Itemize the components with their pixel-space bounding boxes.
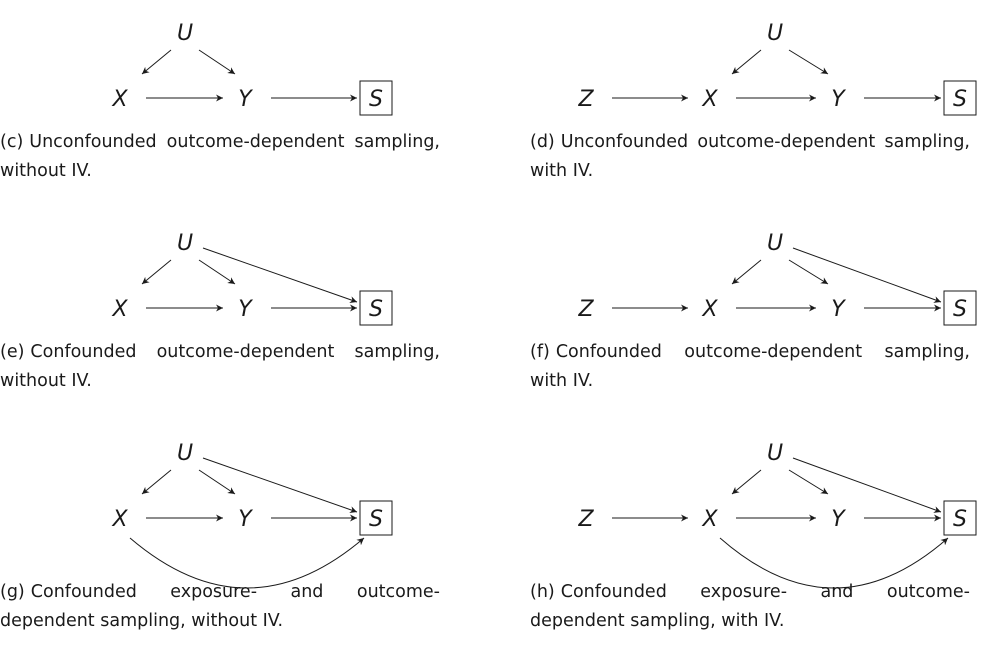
node-x: X bbox=[111, 297, 128, 322]
node-z: Z bbox=[577, 297, 594, 322]
node-u: U bbox=[767, 231, 783, 256]
node-x: X bbox=[701, 87, 718, 112]
dag-diagram: X Y U S bbox=[111, 21, 393, 116]
node-u: U bbox=[767, 21, 783, 46]
caption-text: Confounded exposure- and outcome-depende… bbox=[530, 582, 970, 631]
dag-diagram: Z X Y U S bbox=[577, 21, 977, 116]
edge-u-s bbox=[792, 457, 942, 513]
node-y: Y bbox=[238, 297, 253, 322]
edge-u-x bbox=[141, 469, 172, 495]
edge-u-s bbox=[202, 457, 358, 513]
panel-c: X Y U S (c)Unconfounded outcome-dependent sa… bbox=[0, 0, 460, 210]
caption-tag: (c) bbox=[0, 132, 24, 152]
edge-u-x bbox=[731, 259, 762, 285]
node-y: Y bbox=[831, 87, 846, 112]
edge-u-y bbox=[198, 259, 236, 285]
caption-text: Confounded exposure- and outcome-depende… bbox=[0, 582, 440, 631]
panel-f: Z X Y U S (f)Confounded outcome-dependent sam… bbox=[530, 210, 990, 420]
selection-box bbox=[943, 290, 977, 326]
node-s: S bbox=[369, 87, 383, 112]
caption: (h)Confounded exposure- and outcome-depe… bbox=[530, 578, 970, 636]
edge-u-x bbox=[141, 259, 172, 285]
edge-u-s bbox=[202, 247, 358, 303]
node-s: S bbox=[953, 507, 967, 532]
node-y: Y bbox=[831, 297, 846, 322]
node-y: Y bbox=[831, 507, 846, 532]
caption-text: Unconfounded outcome-dependent sampling,… bbox=[0, 132, 440, 181]
node-y: Y bbox=[238, 87, 253, 112]
edge-u-x bbox=[731, 49, 762, 75]
node-u: U bbox=[177, 441, 193, 466]
node-x: X bbox=[701, 507, 718, 532]
panel-g: X Y U S (g)Confounded exposure- and outcome-… bbox=[0, 420, 460, 631]
caption: (g)Confounded exposure- and outcome-depe… bbox=[0, 578, 440, 636]
selection-box bbox=[359, 500, 393, 536]
edge-u-s bbox=[792, 247, 942, 303]
caption-text: Unconfounded outcome-dependent sampling,… bbox=[530, 132, 970, 181]
caption-tag: (d) bbox=[530, 132, 555, 152]
caption: (f)Confounded outcome-dependent sampling… bbox=[530, 338, 970, 396]
node-u: U bbox=[767, 441, 783, 466]
selection-box bbox=[359, 80, 393, 116]
edge-u-y bbox=[198, 469, 236, 495]
dag-diagram: X Y U S bbox=[111, 441, 393, 589]
caption-tag: (g) bbox=[0, 582, 25, 602]
selection-box bbox=[359, 290, 393, 326]
caption-tag: (h) bbox=[530, 582, 555, 602]
node-s: S bbox=[953, 87, 967, 112]
caption: (d)Unconfounded outcome-dependent sampli… bbox=[530, 128, 970, 186]
edge-u-x bbox=[141, 49, 172, 75]
node-u: U bbox=[177, 231, 193, 256]
node-y: Y bbox=[238, 507, 253, 532]
caption-text: Confounded outcome-dependent sampling, w… bbox=[0, 342, 440, 391]
node-z: Z bbox=[577, 507, 594, 532]
node-z: Z bbox=[577, 87, 594, 112]
node-x: X bbox=[111, 507, 128, 532]
edge-u-x bbox=[731, 469, 762, 495]
panel-h: Z X Y U S (h)Confounded exposure- and outcome… bbox=[530, 420, 990, 631]
dag-diagram: Z X Y U S bbox=[577, 441, 977, 589]
edge-u-y bbox=[788, 259, 829, 285]
edge-x-s-curve bbox=[719, 537, 949, 589]
panel-d: Z X Y U S (d)Unconfounded outcome-dependent s… bbox=[530, 0, 990, 210]
node-x: X bbox=[111, 87, 128, 112]
caption-tag: (e) bbox=[0, 342, 25, 362]
edge-u-y bbox=[788, 49, 829, 75]
dag-diagram: X Y U S bbox=[111, 231, 393, 326]
panel-e: X Y U S (e)Confounded outcome-dependent samp… bbox=[0, 210, 460, 420]
node-s: S bbox=[953, 297, 967, 322]
edge-x-s-curve bbox=[129, 537, 365, 589]
edge-u-y bbox=[198, 49, 236, 75]
node-s: S bbox=[369, 297, 383, 322]
node-s: S bbox=[369, 507, 383, 532]
node-u: U bbox=[177, 21, 193, 46]
caption: (e)Confounded outcome-dependent sampling… bbox=[0, 338, 440, 396]
caption-tag: (f) bbox=[530, 342, 550, 362]
node-x: X bbox=[701, 297, 718, 322]
caption: (c)Unconfounded outcome-dependent sampli… bbox=[0, 128, 440, 186]
dag-diagram: Z X Y U S bbox=[577, 231, 977, 326]
selection-box bbox=[943, 500, 977, 536]
edge-u-y bbox=[788, 469, 829, 495]
caption-text: Confounded outcome-dependent sampling, w… bbox=[530, 342, 970, 391]
selection-box bbox=[943, 80, 977, 116]
